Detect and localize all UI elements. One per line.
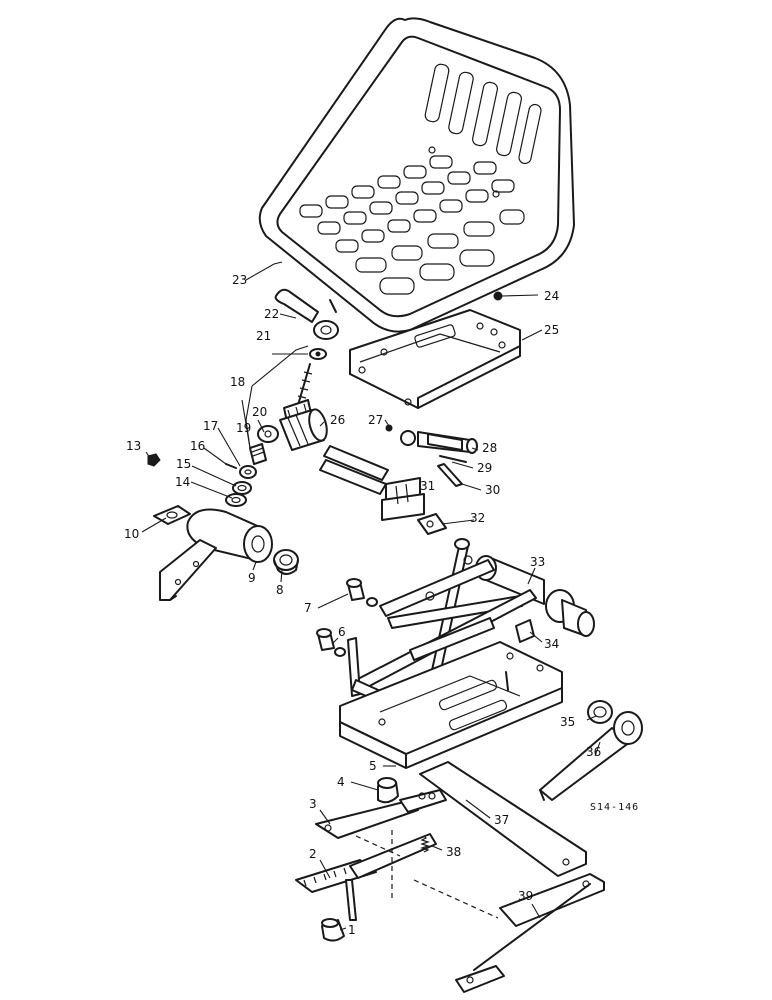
- flanged-bush: [273, 549, 299, 575]
- damper-pad-stack: [319, 445, 425, 521]
- callout-39: 39: [518, 889, 533, 903]
- callout-3: 3: [309, 797, 317, 811]
- callout-16: 16: [190, 439, 205, 453]
- rail-bracket: [315, 789, 447, 839]
- callout-17: 17: [203, 419, 218, 433]
- callout-20: 20: [252, 405, 267, 419]
- spacer: [249, 443, 267, 465]
- leader-lines: [141, 261, 601, 931]
- end-bush: [587, 700, 613, 724]
- callout-31: 31: [420, 479, 435, 493]
- callout-6: 6: [338, 625, 346, 639]
- thrust-washer: [225, 493, 247, 507]
- locking-rail: [295, 833, 437, 921]
- callout-19: 19: [236, 421, 251, 435]
- callout-22: 22: [264, 307, 279, 321]
- adjuster-tube: [279, 408, 328, 451]
- callout-25: 25: [544, 323, 559, 337]
- callout-15: 15: [176, 457, 191, 471]
- callout-23: 23: [232, 273, 247, 287]
- callout-32: 32: [470, 511, 485, 525]
- base-frame: [339, 641, 563, 769]
- callout-14: 14: [175, 475, 190, 489]
- callout-26: 26: [330, 413, 345, 427]
- shock-absorber: [400, 430, 478, 454]
- pivot-arm: [159, 508, 273, 601]
- callout-8: 8: [276, 583, 284, 597]
- callout-29: 29: [477, 461, 492, 475]
- callout-4: 4: [337, 775, 345, 789]
- bush: [257, 425, 279, 443]
- clevis-pin: [439, 455, 467, 463]
- seat-cushion: [258, 17, 575, 333]
- callout-2: 2: [309, 847, 317, 861]
- callout-27: 27: [368, 413, 383, 427]
- drawing-reference-code: S14-146: [590, 802, 639, 813]
- roller: [346, 578, 378, 607]
- callout-38: 38: [446, 845, 461, 859]
- callout-7: 7: [304, 601, 312, 615]
- callout-30: 30: [485, 483, 500, 497]
- torsion-bar: [539, 711, 643, 801]
- callout-10: 10: [124, 527, 139, 541]
- screw: [493, 291, 503, 301]
- callout-34: 34: [544, 637, 559, 651]
- buffer-block: [417, 513, 447, 535]
- callout-35: 35: [560, 715, 575, 729]
- slide-rail: [419, 761, 587, 877]
- roller-pair: [316, 628, 346, 657]
- roll-pin: [437, 463, 463, 487]
- small-nut: [147, 453, 161, 467]
- callout-33: 33: [530, 555, 545, 569]
- scissor-linkage: [347, 538, 595, 725]
- adjuster-handle: [274, 288, 339, 340]
- callout-18: 18: [230, 375, 245, 389]
- callout-labels: 1 2 3 4 5 6 7 8 9 10 13 14 15 16 17 18 1…: [124, 273, 639, 937]
- knob: [377, 777, 399, 804]
- seat-mounting-plate: [349, 309, 521, 409]
- end-cap: [321, 918, 345, 942]
- nut: [309, 348, 327, 360]
- callout-5: 5: [369, 759, 377, 773]
- callout-21: 21: [256, 329, 271, 343]
- callout-1: 1: [348, 923, 356, 937]
- callout-37: 37: [494, 813, 509, 827]
- callout-13: 13: [126, 439, 141, 453]
- floor-rail: [455, 873, 605, 993]
- washer: [239, 465, 257, 479]
- assembly-lines: [355, 830, 499, 919]
- spring: [420, 835, 430, 853]
- callout-28: 28: [482, 441, 497, 455]
- callout-9: 9: [248, 571, 256, 585]
- bump-stop: [515, 619, 535, 643]
- circlip: [232, 481, 252, 495]
- grease-nipple: [385, 424, 393, 432]
- callout-36: 36: [586, 745, 601, 759]
- callout-24: 24: [544, 289, 559, 303]
- pin: [225, 463, 237, 469]
